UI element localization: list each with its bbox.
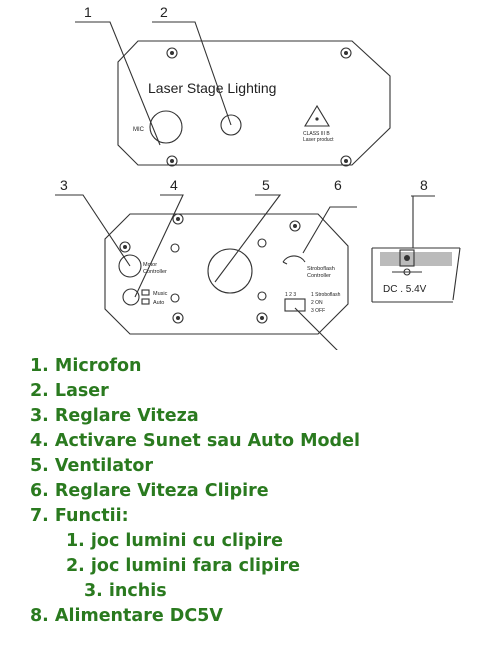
auto-label: Auto: [153, 300, 164, 306]
microphone-icon: [149, 110, 183, 144]
motor-label-2: Controller: [143, 269, 167, 275]
mic-label: MIC: [133, 127, 145, 133]
laser-class-label: CLASS III B: [303, 131, 330, 137]
stroboflash-label-1: Stroboflash: [307, 266, 335, 272]
legend-item-5: 5. Ventilator: [30, 456, 154, 476]
callout-6: 6: [334, 177, 342, 193]
screw-icon: [344, 51, 348, 55]
screw-icon: [170, 159, 174, 163]
music-label: Music: [153, 291, 168, 297]
legend-item-6: 6. Reglare Viteza Clipire: [30, 481, 269, 501]
callout-1: 1: [84, 4, 92, 20]
fan-icon: [207, 248, 253, 294]
panel-title: Laser Stage Lighting: [148, 80, 276, 96]
legend-subitem-7-1: 1. joc lumini cu clipire: [66, 531, 283, 551]
screw-icon: [340, 47, 352, 59]
switch-positions: 1 2 3: [285, 292, 296, 298]
leader-line-3: [55, 194, 131, 267]
leader-line-1: [75, 21, 161, 146]
screw-icon: [256, 312, 268, 324]
stroboflash-label-2: Controller: [307, 273, 331, 279]
legend-item-7: 7. Functii:: [30, 506, 129, 526]
connector-band: [380, 252, 452, 266]
legend-item-1: 1. Microfon: [30, 356, 142, 376]
screw-icon: [289, 220, 301, 232]
front-panel: Laser Stage Lighting MIC CLASS III B Las…: [117, 40, 391, 167]
laser-aperture-icon: [220, 114, 242, 136]
power-connector: DC . 5.4V: [371, 195, 461, 303]
screw-icon: [340, 155, 352, 167]
leader-line-6: [302, 206, 357, 254]
function-2-label: 2 ON: [311, 300, 323, 306]
panel-diagram: 1 2 3 4 5 6 7 8 Laser Stage Lighting MIC…: [55, 4, 461, 350]
leader-line-7: [294, 307, 338, 350]
callout-2: 2: [160, 4, 168, 20]
switch-icon: [141, 298, 150, 305]
screw-icon: [344, 159, 348, 163]
front-panel-outline: [117, 40, 391, 166]
dc-jack-icon: [399, 249, 415, 267]
leader-line-2: [152, 21, 232, 126]
screw-icon: [166, 47, 178, 59]
back-panel: Motor Controller Music Auto Stroboflash …: [104, 213, 349, 335]
switch-icon: [141, 289, 150, 296]
screw-icon: [257, 238, 267, 248]
motor-controller-knob[interactable]: [118, 254, 142, 278]
callout-4: 4: [170, 177, 178, 193]
callout-3: 3: [60, 177, 68, 193]
screw-icon: [119, 241, 131, 253]
legend-item-2: 2. Laser: [30, 381, 109, 401]
laser-warning-icon: [304, 104, 330, 127]
legend-item-4: 4. Activare Sunet sau Auto Model: [30, 431, 360, 451]
legend-item-3: 3. Reglare Viteza: [30, 406, 199, 426]
music-auto-switch[interactable]: [122, 288, 140, 306]
power-label: DC . 5.4V: [383, 284, 427, 295]
legend-item-8: 8. Alimentare DC5V: [30, 606, 223, 626]
function-1-label: 1 Stroboflash: [311, 292, 341, 298]
laser-product-label: Laser product: [303, 137, 334, 143]
function-switch[interactable]: [284, 298, 306, 312]
stroboflash-knob-arc: [282, 255, 306, 263]
back-panel-outline: [104, 213, 349, 335]
screw-icon: [170, 293, 180, 303]
legend: 1. Microfon 2. Laser 3. Reglare Viteza 4…: [30, 354, 490, 629]
callout-5: 5: [262, 177, 270, 193]
screw-icon: [170, 51, 174, 55]
function-3-label: 3 OFF: [311, 308, 325, 314]
leader-line-8: [411, 195, 435, 248]
leader-line-5: [214, 194, 282, 283]
screw-icon: [170, 243, 180, 253]
screw-icon: [172, 213, 184, 225]
screw-icon: [172, 312, 184, 324]
screw-icon: [257, 291, 267, 301]
screw-icon: [166, 155, 178, 167]
legend-subitem-7-3: 3. inchis: [84, 581, 167, 601]
leader-line-4: [134, 194, 184, 298]
legend-subitem-7-2: 2. joc lumini fara clipire: [66, 556, 300, 576]
callout-8: 8: [420, 177, 428, 193]
